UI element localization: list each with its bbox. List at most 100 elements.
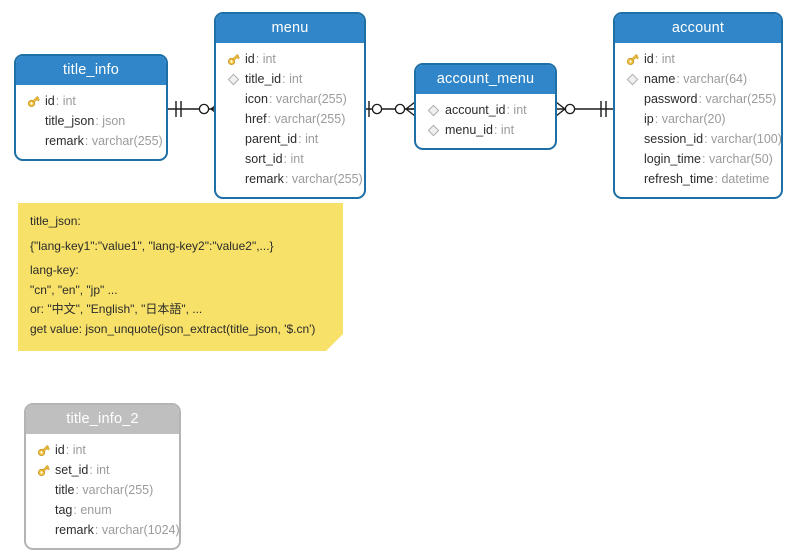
- field-type: : int: [283, 152, 304, 166]
- field-type: : varchar(255): [84, 134, 163, 148]
- field-name: set_id: [55, 463, 89, 477]
- field-name: ip: [644, 112, 654, 126]
- field-row[interactable]: id : int: [16, 91, 166, 111]
- field-row[interactable]: id : int: [615, 49, 781, 69]
- blank-icon: [34, 521, 52, 539]
- field-row[interactable]: remark : varchar(255): [216, 169, 364, 189]
- field-row[interactable]: parent_id : int: [216, 129, 364, 149]
- note-line: get value: json_unquote(json_extract(tit…: [30, 321, 316, 336]
- field-type: : enum: [73, 503, 112, 517]
- blank-icon: [623, 150, 641, 168]
- entity-account-menu-header: account_menu: [416, 65, 555, 94]
- field-row[interactable]: login_time : varchar(50): [615, 149, 781, 169]
- relationship-account-menu-account[interactable]: [556, 96, 614, 122]
- note-line: title_json:: [30, 214, 81, 228]
- field-row[interactable]: id : int: [26, 440, 179, 460]
- field-type: : varchar(255): [268, 92, 347, 106]
- field-row[interactable]: refresh_time : datetime: [615, 169, 781, 189]
- field-type: : int: [282, 72, 303, 86]
- field-name: tag: [55, 503, 73, 517]
- blank-icon: [24, 112, 42, 130]
- field-type: : int: [89, 463, 110, 477]
- field-type: : varchar(50): [701, 152, 773, 166]
- entity-title-info-header: title_info: [16, 56, 166, 85]
- field-type: : int: [493, 123, 515, 137]
- note-fold-corner-icon: [326, 334, 343, 351]
- note-line: {"lang-key1":"value1", "lang-key2":"valu…: [30, 238, 274, 253]
- relationship-menu-account-menu[interactable]: [365, 96, 415, 122]
- blank-icon: [623, 90, 641, 108]
- entity-account-fields: id : int name : varchar(64) password : v…: [615, 43, 781, 197]
- field-type: : varchar(64): [676, 72, 748, 86]
- sticky-note-title-json[interactable]: title_json: {"lang-key1":"value1", "lang…: [18, 203, 343, 351]
- blank-icon: [34, 501, 52, 519]
- field-name: name: [644, 72, 676, 86]
- field-name: account_id: [445, 103, 506, 117]
- field-name: remark: [245, 172, 284, 186]
- field-row[interactable]: password : varchar(255): [615, 89, 781, 109]
- entity-account[interactable]: account id : int: [613, 12, 783, 199]
- field-type: : varchar(1024): [94, 523, 180, 537]
- field-type: : varchar(20): [654, 112, 726, 126]
- field-type: : int: [65, 443, 86, 457]
- entity-title-info[interactable]: title_info id : int: [14, 54, 168, 161]
- field-name: session_id: [644, 132, 704, 146]
- field-row[interactable]: ip : varchar(20): [615, 109, 781, 129]
- field-row[interactable]: remark : varchar(255): [16, 131, 166, 151]
- field-name: refresh_time: [644, 172, 714, 186]
- field-row[interactable]: set_id : int: [26, 460, 179, 480]
- entity-title-info-2[interactable]: title_info_2 id : int: [24, 403, 181, 550]
- field-name: id: [644, 52, 654, 66]
- field-type: : int: [298, 132, 319, 146]
- blank-icon: [224, 110, 242, 128]
- field-row[interactable]: remark : varchar(1024): [26, 520, 179, 540]
- entity-account-menu[interactable]: account_menu account_id : int menu_id: [414, 63, 557, 150]
- field-row[interactable]: title_json : json: [16, 111, 166, 131]
- field-type: : varchar(255): [75, 483, 154, 497]
- field-type: : int: [506, 103, 527, 117]
- field-row[interactable]: title : varchar(255): [26, 480, 179, 500]
- field-type: : varchar(255): [267, 112, 346, 126]
- relationship-title-info-menu[interactable]: [168, 96, 220, 122]
- entity-menu[interactable]: menu id : int: [214, 12, 366, 199]
- field-row[interactable]: menu_id : int: [416, 120, 555, 140]
- field-name: parent_id: [245, 132, 298, 146]
- diamond-icon: [623, 70, 641, 88]
- field-row[interactable]: id : int: [216, 49, 364, 69]
- blank-icon: [623, 130, 641, 148]
- note-line: lang-key:: [30, 263, 79, 278]
- key-icon: [24, 92, 42, 110]
- field-name: href: [245, 112, 267, 126]
- entity-account-menu-fields: account_id : int menu_id : int: [416, 94, 555, 148]
- field-type: : varchar(100): [704, 132, 782, 146]
- blank-icon: [224, 150, 242, 168]
- field-row[interactable]: title_id : int: [216, 69, 364, 89]
- field-row[interactable]: sort_id : int: [216, 149, 364, 169]
- field-type: : int: [654, 52, 675, 66]
- field-name: id: [245, 52, 255, 66]
- field-row[interactable]: session_id : varchar(100): [615, 129, 781, 149]
- diamond-icon: [424, 101, 442, 119]
- field-name: login_time: [644, 152, 701, 166]
- entity-title-info-2-fields: id : int set_id : int: [26, 434, 179, 548]
- field-name: sort_id: [245, 152, 283, 166]
- note-line: or: "中文", "English", "日本語", ...: [30, 302, 203, 317]
- field-name: id: [45, 94, 55, 108]
- field-name: menu_id: [445, 123, 493, 137]
- field-row[interactable]: icon : varchar(255): [216, 89, 364, 109]
- entity-menu-header: menu: [216, 14, 364, 43]
- blank-icon: [24, 132, 42, 150]
- entity-account-header: account: [615, 14, 781, 43]
- blank-icon: [623, 110, 641, 128]
- field-name: remark: [45, 134, 84, 148]
- field-row[interactable]: href : varchar(255): [216, 109, 364, 129]
- diamond-icon: [224, 70, 242, 88]
- field-type: : int: [255, 52, 276, 66]
- field-row[interactable]: tag : enum: [26, 500, 179, 520]
- field-row[interactable]: account_id : int: [416, 100, 555, 120]
- field-row[interactable]: name : varchar(64): [615, 69, 781, 89]
- key-icon: [623, 50, 641, 68]
- field-type: : varchar(255): [698, 92, 777, 106]
- blank-icon: [224, 130, 242, 148]
